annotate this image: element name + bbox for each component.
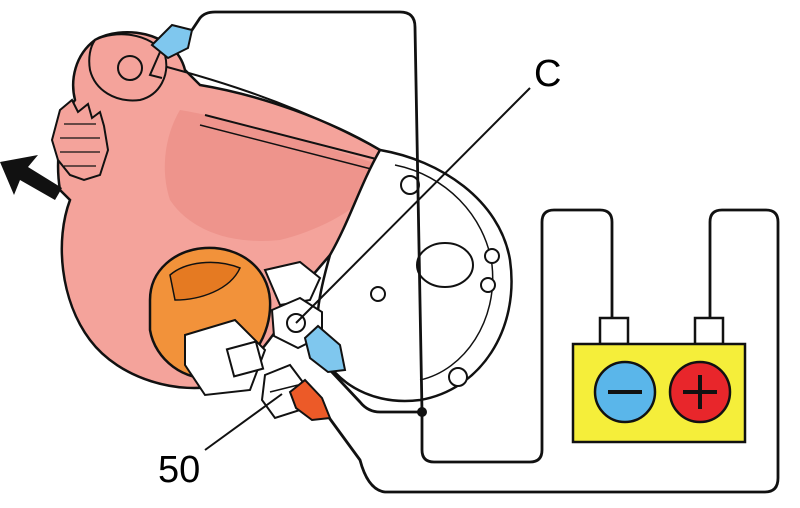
solenoid [148, 246, 322, 397]
starter-mount-boss [88, 33, 168, 102]
arrow-icon [0, 155, 62, 200]
starter-motor [56, 30, 417, 390]
wire-terminal-c [328, 368, 424, 414]
wires [190, 10, 780, 494]
plus-icon [668, 360, 732, 424]
bolt-1 [400, 175, 420, 195]
wire-top-clip [190, 10, 424, 414]
pinion-gear [50, 98, 110, 182]
terminal-50-nut [225, 340, 265, 378]
label-terminal-50: 50 [158, 449, 200, 491]
terminal-50-red-clip [288, 378, 332, 422]
starter-shading [164, 110, 395, 241]
battery-post-positive [693, 316, 725, 346]
leader-lines [204, 87, 531, 451]
bolt-4 [448, 367, 468, 387]
battery-post-negative [598, 316, 630, 346]
minus-icon [593, 360, 657, 424]
end-frame [316, 148, 513, 403]
label-terminal-c: C [534, 53, 561, 95]
wire-to-negative [420, 208, 614, 464]
top-blue-clip [148, 23, 194, 79]
bolt-5 [370, 286, 386, 302]
leader-50 [204, 393, 283, 451]
wire-to-positive [320, 208, 780, 494]
leader-c [295, 87, 531, 324]
bolt-3 [480, 277, 496, 293]
wire-junction [417, 407, 427, 417]
bolt-2 [484, 248, 500, 264]
terminal-c-blue-clip [303, 324, 347, 374]
battery [571, 316, 747, 444]
